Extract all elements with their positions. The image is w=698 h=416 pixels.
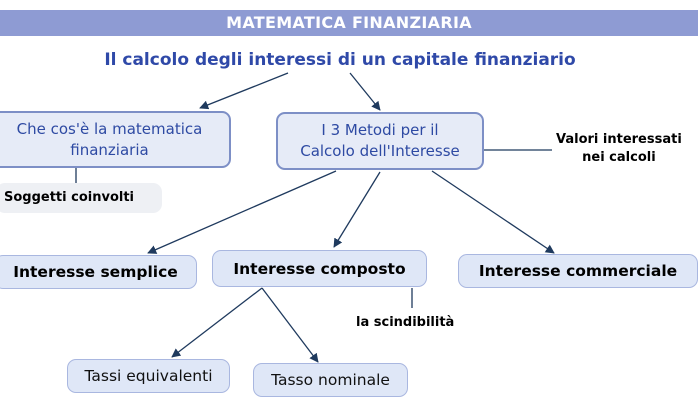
- node-matematica-line2: finanziaria: [70, 140, 149, 159]
- header-bar: MATEMATICA FINANZIARIA: [0, 10, 698, 36]
- node-scindibilita[interactable]: la scindibilità: [356, 315, 455, 330]
- node-soggetti-coinvolti[interactable]: Soggetti coinvolti: [0, 183, 162, 213]
- node-commerciale-label: Interesse commerciale: [478, 262, 678, 280]
- node-valori-line1: Valori interessati: [556, 132, 682, 147]
- node-valori-line2: nei calcoli: [582, 150, 656, 165]
- map-subtitle: Il calcolo degli interessi di un capital…: [104, 50, 576, 70]
- node-matematica-finanziaria[interactable]: Che cos'è la matematica finanziaria: [0, 111, 231, 168]
- node-valori-interessati[interactable]: Valori interessati nei calcoli: [556, 131, 682, 167]
- node-metodi-line2: Calcolo dell'Interesse: [300, 142, 460, 160]
- edge-composto-tasso: [261, 287, 319, 363]
- node-composto-label: Interesse composto: [233, 259, 406, 278]
- edge-metodi-composto: [333, 171, 381, 248]
- edge-composto-tassi: [171, 287, 263, 358]
- node-tassi-equivalenti[interactable]: Tassi equivalenti: [67, 359, 230, 393]
- node-metodi-interesse[interactable]: I 3 Metodi per il Calcolo dell'Interesse: [276, 112, 484, 170]
- node-tasso-nominale-label: Tasso nominale: [271, 371, 390, 389]
- node-matematica-line1: Che cos'è la matematica: [16, 119, 203, 138]
- edge-metodi-commerciale: [431, 170, 555, 254]
- node-interesse-composto[interactable]: Interesse composto: [212, 250, 427, 287]
- node-tasso-nominale[interactable]: Tasso nominale: [253, 363, 408, 397]
- node-interesse-semplice[interactable]: Interesse semplice: [0, 255, 197, 289]
- node-interesse-commerciale[interactable]: Interesse commerciale: [458, 254, 698, 288]
- header-title: MATEMATICA FINANZIARIA: [226, 13, 472, 32]
- edge-metodi-semplice: [147, 170, 337, 254]
- node-semplice-label: Interesse semplice: [13, 263, 178, 281]
- edge-title-metodi: [349, 72, 381, 111]
- node-metodi-line1: I 3 Metodi per il: [321, 121, 439, 139]
- node-tassi-equivalenti-label: Tassi equivalenti: [84, 367, 213, 385]
- node-soggetti-label: Soggetti coinvolti: [4, 190, 135, 205]
- edge-title-matematica: [199, 72, 289, 110]
